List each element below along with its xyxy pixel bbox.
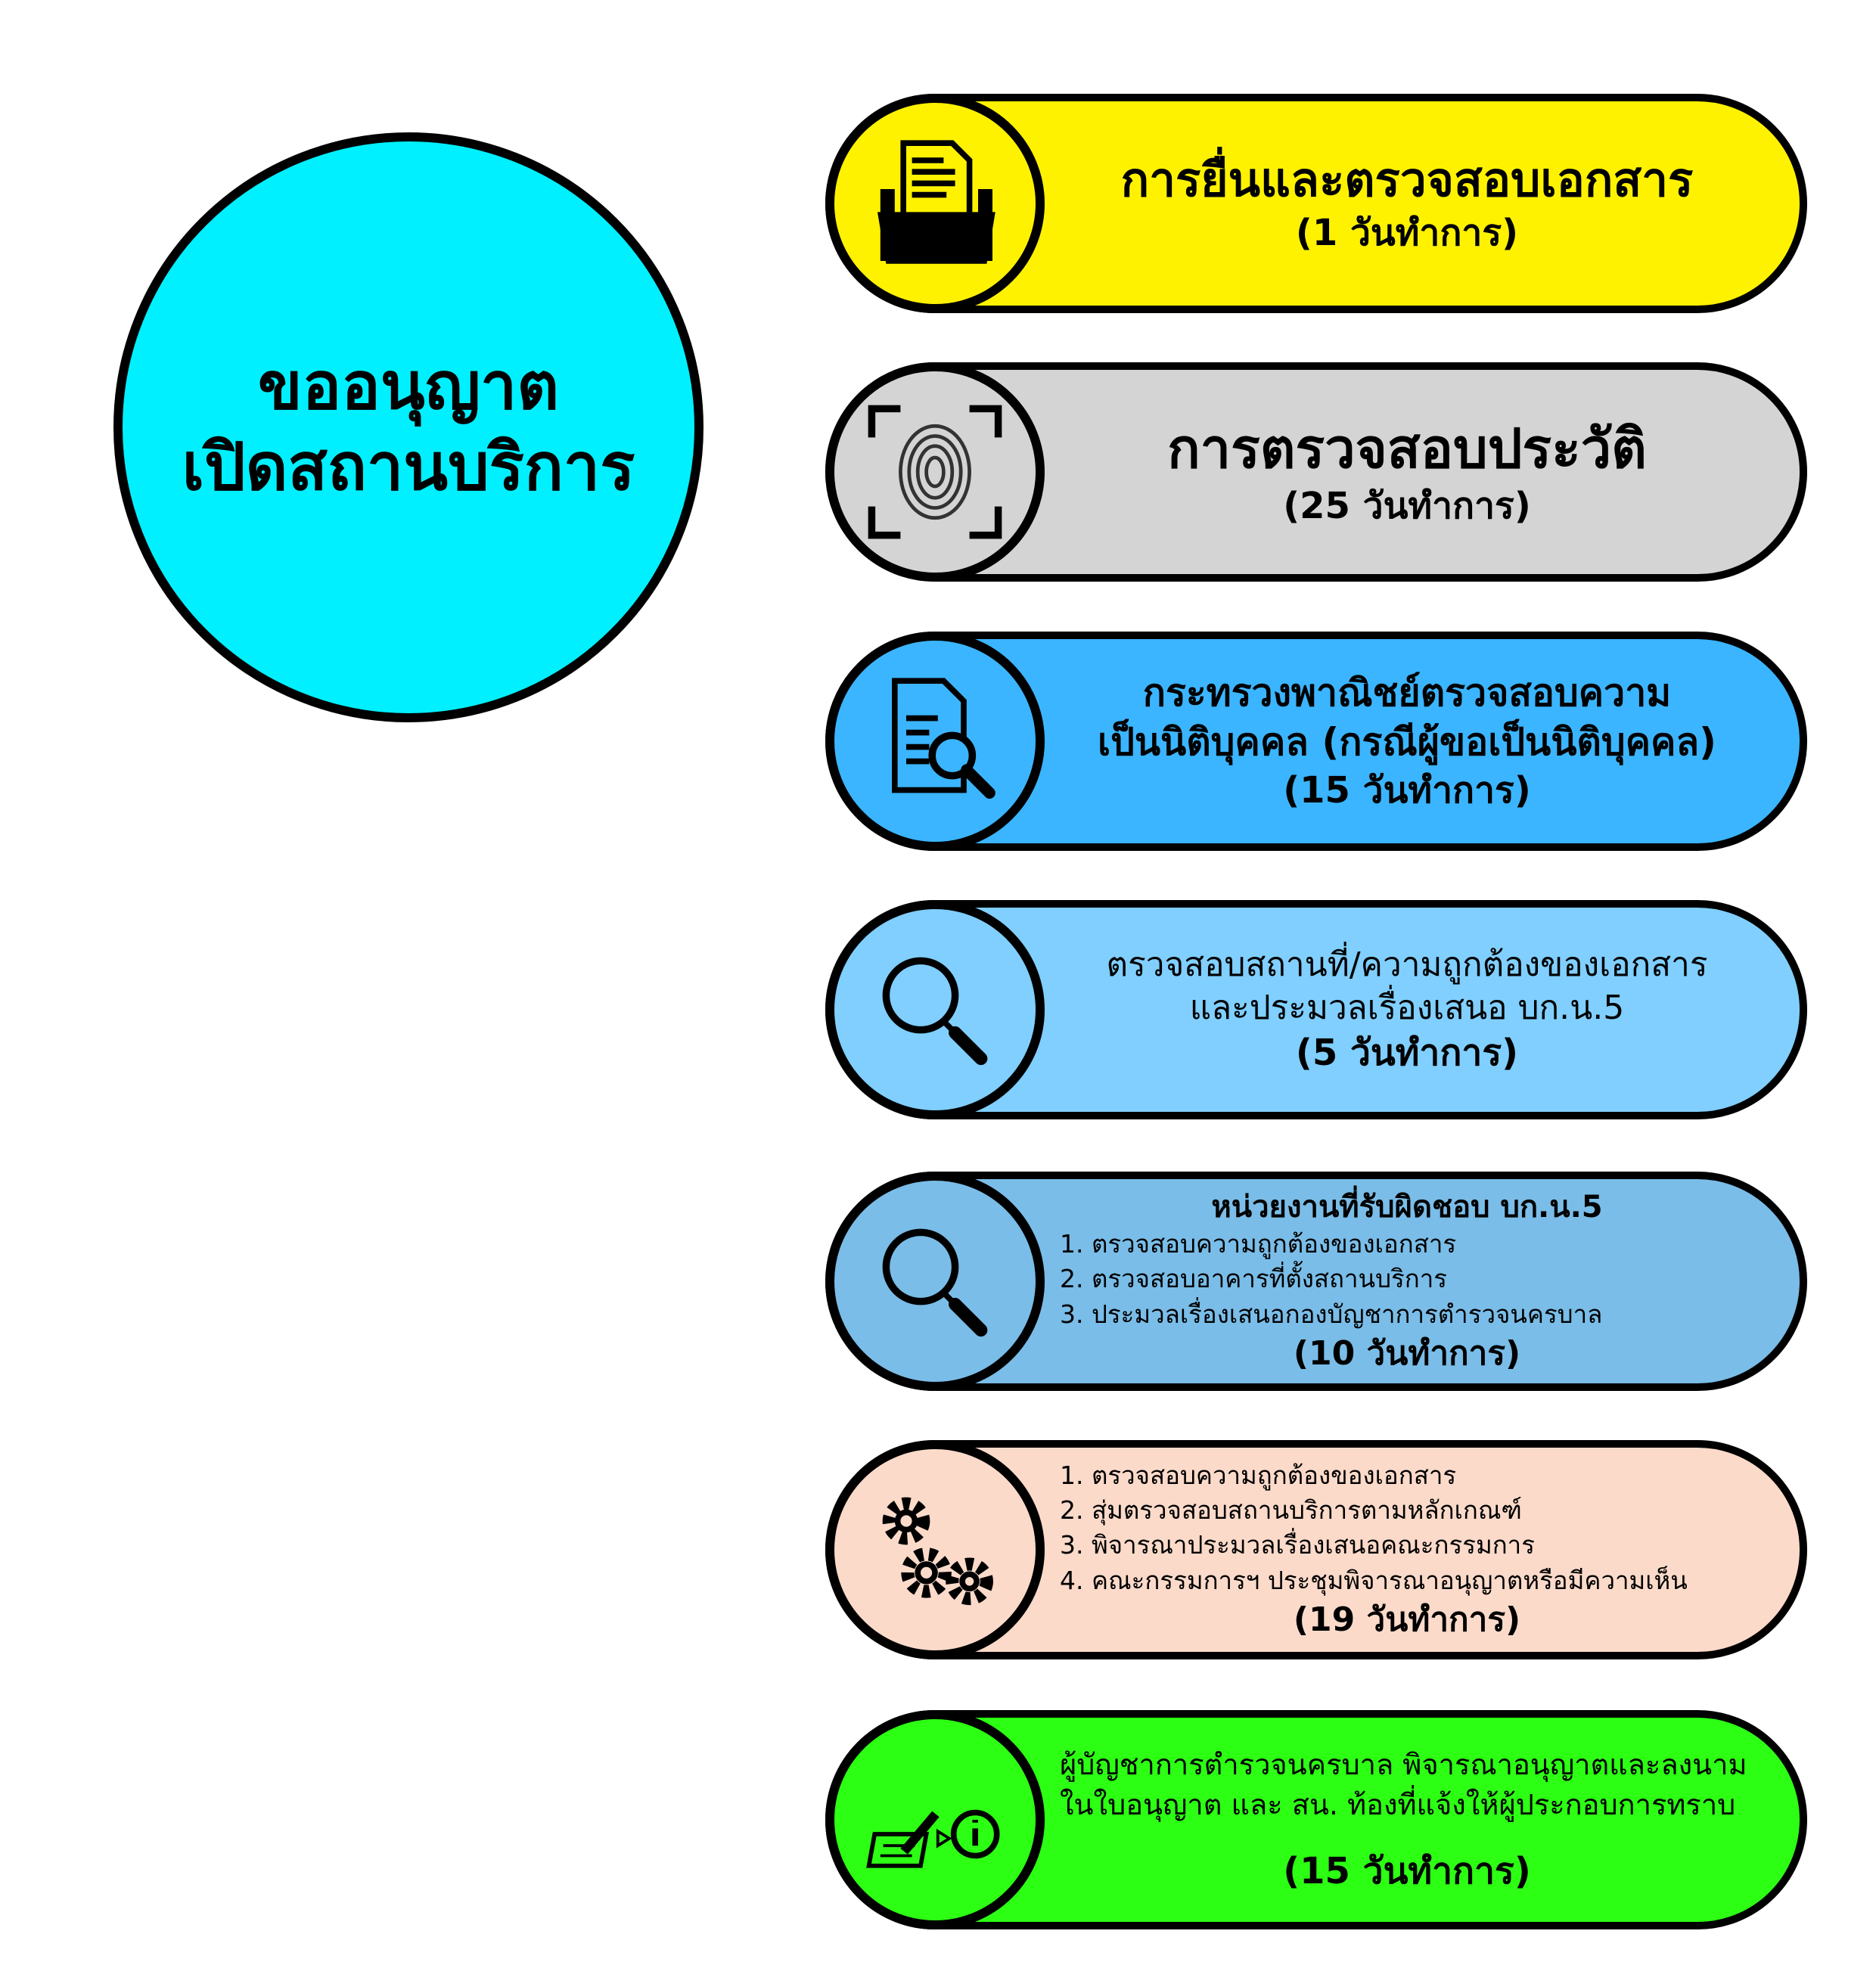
list-item: ในใบอนุญาต และ สน. ท้องที่แจ้งให้ผู้ประก… [1060,1787,1736,1821]
step-title: การยื่นและตรวจสอบเอกสาร [1120,152,1694,208]
step-duration: (25 วันทำการ) [1283,484,1531,527]
step-5: หน่วยงานที่รับผิดชอบ บก.น.5 1. ตรวจสอบคว… [825,1172,1807,1391]
list-item: 4. คณะกรรมการฯ ประชุมพิจารณาอนุญาตหรือมี… [1060,1565,1688,1595]
step-duration: (15 วันทำการ) [1283,1849,1531,1892]
step-duration: (1 วันทำการ) [1295,211,1519,254]
step-4: ตรวจสอบสถานที่/ความถูกต้องของเอกสาร และป… [825,900,1807,1119]
fingerprint-icon [825,362,1045,582]
step-1: การยื่นและตรวจสอบเอกสาร (1 วันทำการ) [825,94,1807,313]
magnifier-icon [825,1172,1045,1391]
step-3: กระทรวงพาณิชย์ตรวจสอบความ เป็นนิติบุคคล … [825,632,1807,851]
magnifier-icon [825,900,1045,1119]
step-duration: (10 วันทำการ) [1293,1333,1521,1373]
main-circle: ขออนุญาต เปิดสถานบริการ [113,132,704,722]
step-duration: (15 วันทำการ) [1283,768,1531,812]
step-7: ผู้บัญชาการตำรวจนครบาล พิจารณาอนุญาตและล… [825,1710,1807,1929]
list-item: 1. ตรวจสอบความถูกต้องของเอกสาร [1060,1461,1457,1491]
step-2: การตรวจสอบประวัติ (25 วันทำการ) [825,362,1807,582]
document-search-icon [825,632,1045,851]
document-folder-icon [825,94,1045,313]
main-title-line2: เปิดสถานบริการ [182,430,635,505]
list-item: 2. สุ่มตรวจสอบสถานบริการตามหลักเกณฑ์ [1060,1495,1522,1526]
step-duration: (19 วันทำการ) [1293,1600,1521,1639]
gears-icon [825,1440,1045,1659]
step-text-line: กระทรวงพาณิชย์ตรวจสอบความ [1142,670,1672,715]
step-text-line: ตรวจสอบสถานที่/ความถูกต้องของเอกสาร [1106,945,1708,984]
step-title: การตรวจสอบประวัติ [1167,416,1647,480]
list-item: ผู้บัญชาการตำรวจนครบาล พิจารณาอนุญาตและล… [1060,1747,1747,1781]
step-6: 1. ตรวจสอบความถูกต้องของเอกสาร 2. สุ่มตร… [825,1440,1807,1659]
step-heading: หน่วยงานที่รับผิดชอบ บก.น.5 [1211,1190,1603,1225]
main-title-line1: ขออนุญาต [257,348,560,424]
list-item: 3. ประมวลเรื่องเสนอกองบัญชาการตำรวจนครบา… [1060,1299,1603,1329]
list-item: 3. พิจารณาประมวลเรื่องเสนอคณะกรรมการ [1060,1530,1535,1560]
step-duration: (5 วันทำการ) [1295,1031,1519,1074]
sign-info-icon [825,1710,1045,1929]
list-item: 1. ตรวจสอบความถูกต้องของเอกสาร [1060,1229,1457,1259]
list-item: 2. ตรวจสอบอาคารที่ตั้งสถานบริการ [1060,1264,1447,1294]
step-text-line: และประมวลเรื่องเสนอ บก.น.5 [1189,988,1625,1027]
step-text-line: เป็นนิติบุคคล (กรณีผู้ขอเป็นนิติบุคคล) [1098,719,1716,764]
